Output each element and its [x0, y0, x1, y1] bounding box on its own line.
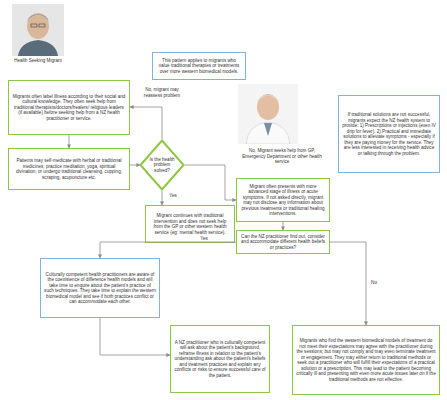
- note-box: Culturally competent health practitioner…: [40, 258, 160, 318]
- node-text: A NZ practitioner who is culturally comp…: [174, 340, 266, 379]
- flow-arrow: [130, 107, 162, 140]
- node-text: Migrants often label illness according t…: [12, 94, 126, 122]
- process-box: Patients may self-medicate with herbal o…: [8, 148, 130, 190]
- decision-diamond: Is the health problem solved?: [140, 140, 184, 190]
- edge-label: No, migrant may reassess problem: [136, 87, 188, 98]
- node-text: If traditional solutions are not success…: [342, 112, 436, 156]
- node-text: Migrant often presents with more advance…: [240, 184, 326, 217]
- node-text: Can the NZ practitioner find out, consid…: [240, 234, 326, 251]
- edge-label: No, Migrant seeks help from GP, Emergenc…: [237, 148, 327, 165]
- migrant-photo: [12, 4, 64, 56]
- process-box: Migrant continues with traditional inter…: [145, 205, 235, 243]
- node-text: Is the health problem solved?: [149, 157, 175, 174]
- photo-caption: Health Seeking Migrant: [8, 58, 68, 64]
- edge-label: No: [368, 280, 380, 286]
- node-text: Patients may self-medicate with herbal o…: [12, 158, 126, 180]
- edge-label: Yes: [166, 193, 180, 199]
- process-box: Migrants who find the western biomedical…: [292, 325, 440, 395]
- doctor-photo: [238, 84, 298, 144]
- flow-arrow: [100, 318, 170, 355]
- node-text: This pattern applies to migrants who val…: [156, 58, 242, 75]
- note-box: This pattern applies to migrants who val…: [152, 52, 246, 80]
- process-box: Migrant often presents with more advance…: [236, 178, 330, 222]
- node-text: Migrant continues with traditional inter…: [149, 213, 231, 235]
- node-text: Culturally competent health practitioner…: [44, 272, 156, 305]
- decision-box: Can the NZ practitioner find out, consid…: [236, 230, 330, 254]
- flow-arrow: [184, 165, 236, 200]
- flow-arrow: [130, 165, 140, 166]
- edge-label: Yes: [196, 236, 212, 242]
- flow-arrow: [100, 242, 236, 258]
- flow-arrow: [330, 242, 366, 325]
- flow-arrow: [162, 190, 163, 205]
- process-box: Migrants often label illness according t…: [8, 80, 130, 135]
- process-box: A NZ practitioner who is culturally comp…: [170, 325, 270, 393]
- note-box: If traditional solutions are not success…: [338, 95, 440, 173]
- flow-arrow: [283, 222, 284, 230]
- node-text: Migrants who find the western biomedical…: [296, 338, 436, 382]
- flow-arrow: [69, 135, 70, 148]
